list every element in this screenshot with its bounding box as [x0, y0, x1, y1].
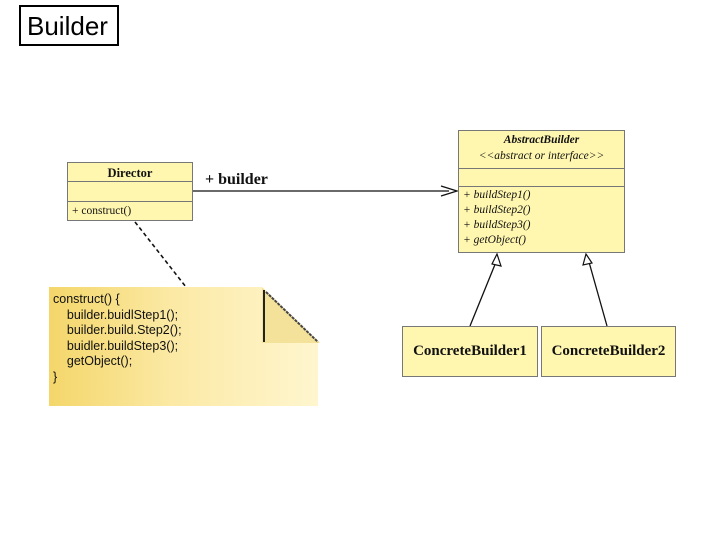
generalization-line-1 — [469, 261, 497, 327]
concrete-builder-2-name: ConcreteBuilder2 — [551, 343, 666, 359]
note-line: } — [53, 369, 58, 384]
abstract-builder-operation: + buildStep3() — [463, 219, 531, 231]
note-line: builder.buidlStep1(); — [53, 307, 179, 322]
abstract-builder-class-name: AbstractBuilder — [503, 134, 580, 146]
note-line: buidler.buildStep3(); — [53, 338, 179, 353]
association-label: + builder — [205, 171, 268, 188]
generalization-line-2 — [588, 261, 608, 327]
director-operation: + construct() — [72, 205, 132, 217]
note-fold-diagonal — [265, 291, 319, 343]
note-line: getObject(); — [53, 354, 133, 368]
slide-title: Builder — [19, 5, 119, 46]
note-line: builder.build.Step2(); — [53, 323, 182, 337]
abstract-builder-stereotype: <<abstract or interface>> — [478, 150, 605, 162]
note-line: construct() { — [53, 292, 120, 306]
abstract-builder-class: AbstractBuilder <<abstract or interface>… — [458, 130, 625, 253]
concrete-builder-2-class: ConcreteBuilder2 — [541, 326, 676, 377]
concrete-builder-1-name: ConcreteBuilder1 — [413, 343, 527, 359]
generalization-arrowhead-1 — [491, 252, 502, 267]
association-arrowhead — [440, 185, 460, 197]
director-class: Director + construct() — [67, 162, 193, 221]
generalization-arrowhead-2 — [582, 252, 593, 266]
concrete-builder-1-class: ConcreteBuilder1 — [402, 326, 538, 377]
abstract-builder-operation: + buildStep1() — [463, 189, 531, 201]
abstract-builder-operation: + getObject() — [463, 234, 526, 246]
director-class-name: Director — [107, 166, 153, 180]
abstract-builder-operation: + buildStep2() — [463, 204, 531, 216]
